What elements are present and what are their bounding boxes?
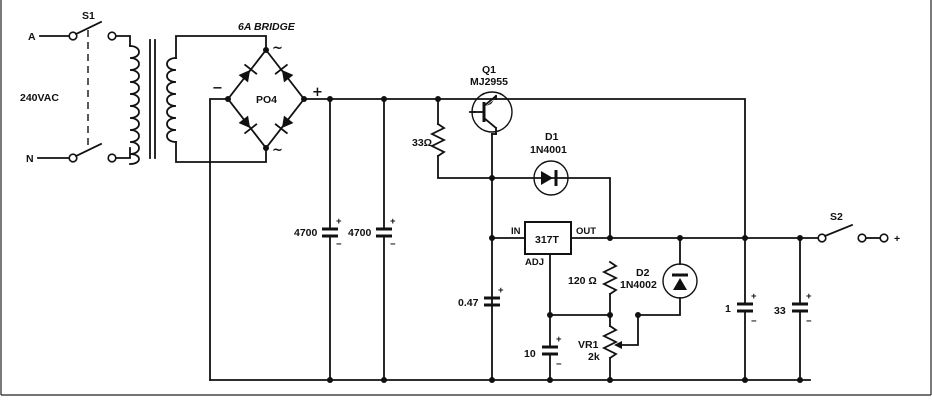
transistor-q1: Q1 MJ2955: [469, 64, 513, 381]
svg-text:−: −: [806, 316, 812, 327]
svg-text:−: −: [556, 359, 562, 370]
n-label: N: [26, 153, 34, 165]
bridge-minus-label: −: [212, 81, 223, 96]
c10-label: 10: [524, 348, 536, 360]
adj-label: ADJ: [525, 257, 544, 268]
vr1-value-label: 2k: [588, 351, 600, 363]
diode-d2: D2 1N4002: [619, 237, 698, 346]
c047-label: 0.47: [458, 297, 479, 309]
positive-rail: [303, 98, 746, 239]
transformer: [129, 35, 267, 165]
regulator-317t: 317T IN OUT ADJ: [489, 221, 819, 318]
s2-label: S2: [830, 211, 843, 223]
bridge-plus-label: +: [312, 85, 323, 100]
potentiometer-vr1: VR1 2k: [578, 324, 622, 381]
capacitor-10: 10 + −: [524, 314, 562, 381]
capacitor-1: 1 + −: [725, 237, 757, 381]
capacitor-33: 33 + −: [774, 237, 812, 381]
switch-s2: S2 +: [817, 211, 900, 245]
capacitor-047: 0.47 +: [458, 285, 504, 309]
c4700b-label: 4700: [348, 227, 372, 239]
output-plus-label: +: [894, 233, 900, 245]
po4-label: PO4: [256, 94, 277, 106]
svg-text:+: +: [498, 285, 504, 296]
out-label: OUT: [576, 226, 596, 237]
resistor-120-ohm: 120 Ω: [568, 260, 619, 327]
d1-label: D1: [545, 131, 559, 143]
d1-part-label: 1N4001: [530, 144, 567, 156]
resistor-33-ohm: 33Ω: [412, 98, 611, 239]
c33-label: 33: [774, 305, 786, 317]
ac-top-label: ~: [272, 41, 283, 56]
svg-text:+: +: [390, 216, 396, 227]
bridge-label: 6A BRIDGE: [238, 21, 296, 33]
diode-d1: D1 1N4001: [530, 131, 569, 196]
bridge-rectifier: 6A BRIDGE ~ ~ PO4 − +: [209, 21, 323, 381]
svg-text:−: −: [751, 316, 757, 327]
capacitor-4700-a: 4700 + −: [294, 98, 342, 381]
svg-text:+: +: [751, 291, 757, 302]
in-label: IN: [511, 226, 521, 237]
svg-text:+: +: [556, 334, 562, 345]
svg-text:+: +: [806, 291, 812, 302]
a-label: A: [28, 31, 36, 43]
q1-part-label: MJ2955: [470, 76, 508, 88]
svg-text:+: +: [336, 216, 342, 227]
svg-text:−: −: [390, 239, 396, 250]
c1-label: 1: [725, 303, 731, 315]
q1-label: Q1: [482, 64, 496, 76]
capacitor-4700-b: 4700 + −: [348, 98, 396, 381]
vac-label: 240VAC: [20, 92, 59, 104]
d2-label: D2: [636, 267, 650, 279]
s1-label: S1: [82, 10, 95, 22]
reg-label: 317T: [535, 234, 560, 246]
r120-label: 120 Ω: [568, 275, 597, 287]
c4700a-label: 4700: [294, 227, 318, 239]
vr1-label: VR1: [578, 339, 599, 351]
ac-bottom-label: ~: [272, 143, 283, 158]
switch-s1: S1 A N 240VAC: [20, 10, 131, 165]
d2-part-label: 1N4002: [620, 279, 657, 291]
svg-text:−: −: [336, 239, 342, 250]
r33-label: 33Ω: [412, 137, 432, 149]
